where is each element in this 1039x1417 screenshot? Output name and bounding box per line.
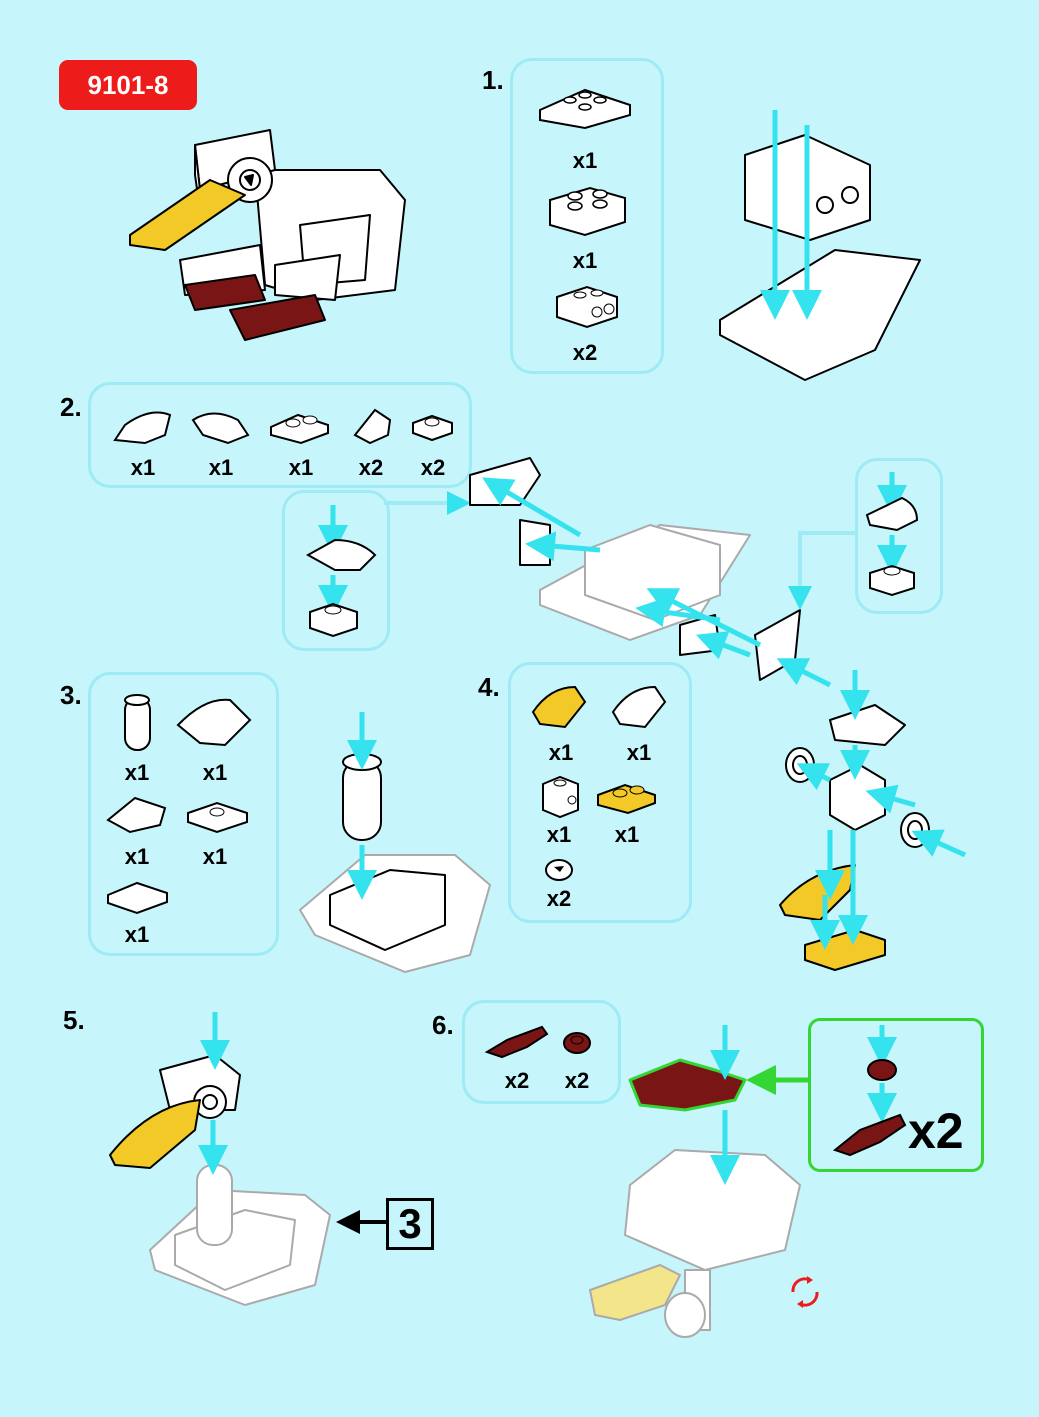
step-1-qty-3: x2 [572, 340, 598, 365]
step-4-qty-1: x1 [548, 740, 574, 765]
step-5-number: 5. [63, 1005, 85, 1035]
step-3-qty-3: x1 [124, 844, 150, 869]
eye-tile-round-icon [545, 859, 573, 881]
curved-slope-mirror-icon [191, 412, 250, 445]
bracket-brick-icon [556, 285, 618, 329]
step-1-assembly-diagram [719, 110, 921, 381]
step-6-subassembly-diagram [832, 1025, 907, 1157]
step-4-assembly-diagram [779, 670, 967, 971]
plate-1x2-icon [270, 413, 329, 445]
step-2-left-callout-arrow [384, 491, 471, 515]
step-2-qty-4: x2 [358, 455, 384, 480]
step-6-qty-2: x2 [564, 1068, 590, 1093]
curved-slope-icon [113, 411, 172, 445]
yellow-plate-1x2-icon [597, 783, 656, 815]
step-5-reference-number: 3 [398, 1200, 422, 1247]
step-6-subassembly-multiplier: x2 [908, 1103, 964, 1159]
step-4-qty-2: x1 [626, 740, 652, 765]
step-1-qty-1: x1 [572, 148, 598, 173]
step-6-assembly-diagram [589, 1025, 801, 1338]
slope-brick-2x4-icon [539, 88, 631, 130]
step-4-number: 4. [478, 672, 500, 702]
step-5-assembly-diagram [109, 1012, 331, 1306]
step-3-qty-5: x1 [124, 922, 150, 947]
curved-slope-2x2-icon [176, 698, 252, 747]
brick-with-studs-on-sides-icon [542, 775, 579, 819]
step-2-qty-1: x1 [130, 455, 156, 480]
step-2-number: 2. [60, 392, 82, 422]
model-code-badge: 9101-8 [59, 60, 197, 110]
yellow-curved-slope-icon [531, 685, 587, 729]
step-6-subassembly-panel [808, 1018, 984, 1172]
step-3-qty-4: x1 [202, 844, 228, 869]
slope-1x1-icon [353, 408, 392, 445]
step-1-qty-2: x1 [572, 248, 598, 273]
step-6-callout-arrow [746, 1065, 809, 1095]
step-4-qty-5: x2 [546, 886, 572, 911]
step-1-number: 1. [482, 65, 504, 95]
slope-2x1-icon [106, 796, 167, 834]
flipper-foot-icon [484, 1025, 549, 1059]
model-code: 9101-8 [87, 69, 169, 100]
step-3-assembly-diagram [299, 712, 491, 973]
plate-1x1-icon [412, 414, 453, 442]
step-3-qty-1: x1 [124, 760, 150, 785]
step-4-qty-3: x1 [546, 822, 572, 847]
step-2-left-subassembly-diagram [305, 505, 377, 638]
step-2-qty-2: x1 [208, 455, 234, 480]
rotate-model-icon [791, 1276, 819, 1308]
step-5-reference-arrow [336, 1210, 388, 1234]
step-2-right-subassembly-diagram [865, 472, 919, 597]
step-2-qty-5: x2 [420, 455, 446, 480]
tile-1x2-icon [107, 881, 168, 915]
step-5-reference-box: 3 [386, 1198, 434, 1250]
round-brick-tall-icon [124, 694, 151, 751]
step-3-number: 3. [60, 680, 82, 710]
step-2-qty-3: x1 [288, 455, 314, 480]
brick-2x2-icon [549, 186, 626, 237]
dark-red-round-plate-icon [563, 1032, 591, 1054]
finished-bird-illustration [129, 129, 406, 341]
step-2-right-callout-arrow [788, 531, 855, 610]
step-6-number: 6. [432, 1010, 454, 1040]
jumper-plate-icon [187, 801, 248, 834]
step-3-qty-2: x1 [202, 760, 228, 785]
white-curved-slope-icon [611, 685, 667, 729]
step-6-qty-1: x2 [504, 1068, 530, 1093]
step-2-assembly-diagram [469, 457, 832, 688]
step-4-qty-4: x1 [614, 822, 640, 847]
